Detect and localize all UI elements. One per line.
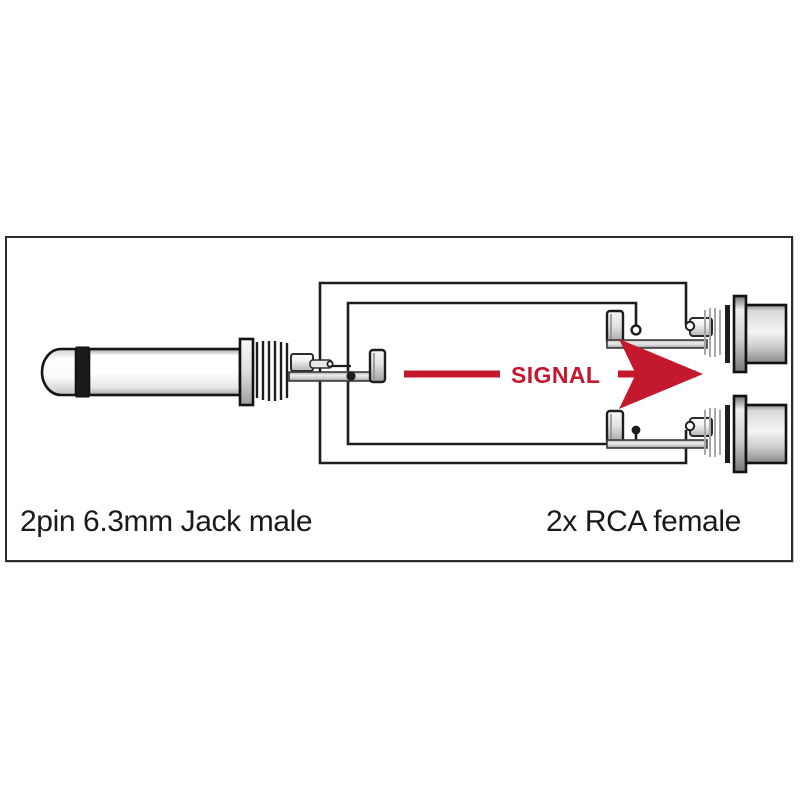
rca-top-insulator-lines — [704, 308, 721, 357]
wire-sleeve-to-rca-top-ground — [318, 281, 688, 376]
caption-jack-male: 2pin 6.3mm Jack male — [20, 505, 313, 538]
jack-sleeve-solder-point — [346, 371, 356, 381]
signal-label: SIGNAL — [511, 362, 601, 388]
rca-bottom-ground-bar — [606, 439, 708, 449]
rca-bottom-signal-solder-point — [631, 425, 641, 435]
jack-insulator-ring — [75, 346, 90, 398]
jack-sleeve-terminal — [288, 371, 375, 382]
rca-bottom-center-pin — [684, 417, 713, 437]
connector-rca-female-bottom — [605, 394, 788, 474]
connector-jack-male — [40, 337, 387, 407]
connector-rca-female-top — [605, 294, 788, 374]
wire-sleeve-to-rca-bottom-ground — [318, 376, 688, 465]
rca-bottom-body — [744, 403, 788, 465]
rca-top-center-pin — [684, 317, 713, 337]
caption-rca-female: 2x RCA female — [546, 505, 741, 538]
rca-top-flange — [732, 294, 748, 374]
rca-top-ground-tab — [605, 309, 625, 346]
wire-tip-to-rca-bottom-signal — [346, 366, 638, 446]
jack-collar-flange — [238, 337, 255, 407]
jack-sleeve-tab — [368, 348, 387, 384]
jack-barrel — [87, 347, 242, 397]
rca-bottom-ground-tab — [605, 409, 625, 446]
rca-top-ground-bar — [606, 339, 708, 349]
jack-tip-solder-point — [326, 360, 334, 368]
rca-top-body — [744, 303, 788, 365]
rca-top-signal-solder-point — [630, 324, 642, 336]
jack-tip-icon — [40, 347, 78, 397]
rca-bottom-insulator-lines — [704, 408, 721, 457]
rca-bottom-shoulder — [725, 405, 730, 463]
rca-bottom-flange — [732, 394, 748, 474]
jack-strain-relief-coils — [255, 341, 289, 401]
wire-tip-to-rca-top-signal — [346, 301, 638, 366]
jack-tip-terminal — [290, 353, 334, 372]
rca-top-shoulder — [725, 305, 730, 363]
